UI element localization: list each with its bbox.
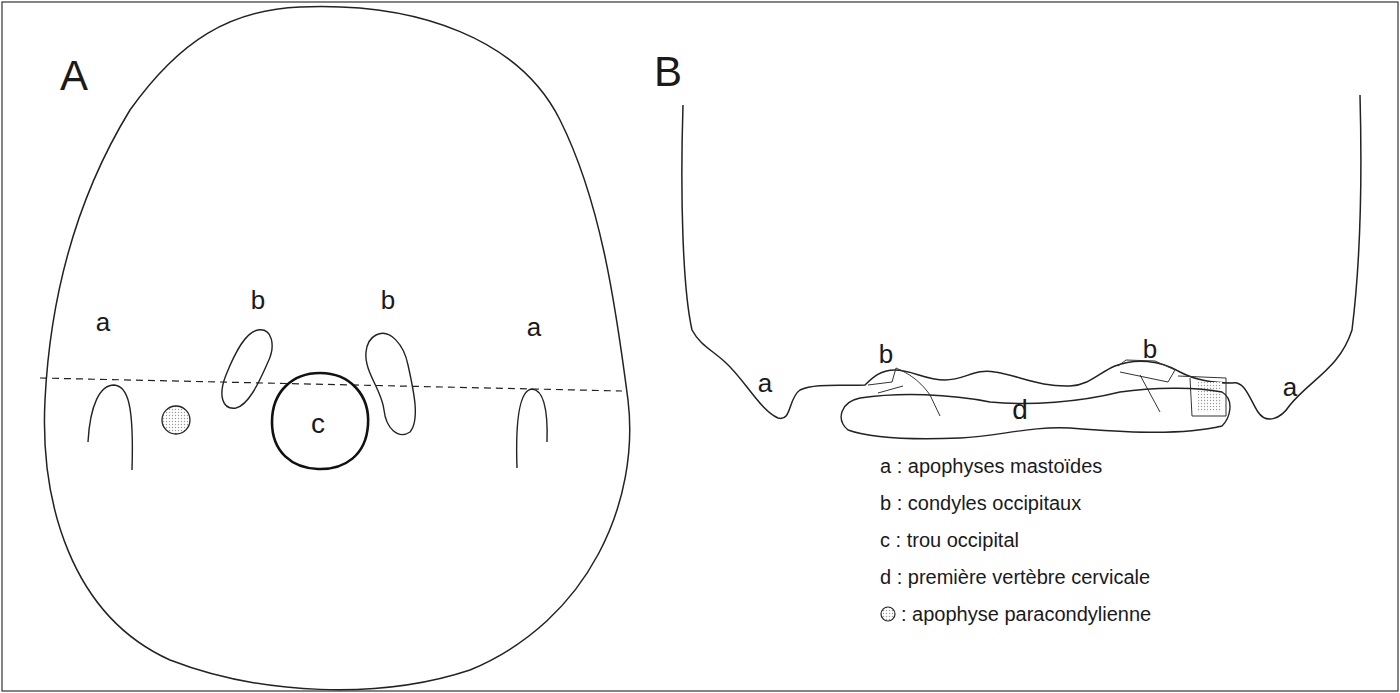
legend-swatch — [881, 607, 895, 621]
atlas-vertebra — [841, 388, 1230, 439]
part-letter: b — [879, 341, 893, 367]
part-letter: a — [1283, 374, 1297, 400]
legend-line: b : condyles occipitaux — [880, 493, 1081, 513]
part-letter: a — [96, 309, 110, 335]
condyle-joint-left — [868, 368, 940, 416]
paracondylar-process — [162, 406, 190, 434]
legend-text: : apophyse paracondylienne — [901, 604, 1151, 624]
condyle-left — [222, 330, 272, 408]
panel-letter: B — [654, 51, 682, 93]
foramen-magnum — [272, 373, 368, 469]
legend-line: d : première vertèbre cervicale — [880, 567, 1150, 587]
legend-line: a : apophyses mastoïdes — [880, 456, 1102, 476]
panel-letter: A — [60, 55, 88, 97]
joint-shading — [1198, 382, 1222, 412]
part-letter: b — [381, 287, 395, 313]
mastoid-right — [517, 389, 547, 468]
part-letter: c — [311, 410, 325, 438]
part-letter: a — [527, 314, 541, 340]
legend-line: c : trou occipital — [880, 530, 1019, 550]
skull-section — [682, 95, 1361, 419]
part-letter: b — [251, 287, 265, 313]
part-letter: d — [1012, 396, 1028, 424]
condyle-right — [366, 333, 416, 434]
part-letter: b — [1143, 336, 1157, 362]
part-letter: a — [758, 370, 772, 396]
skull-outline — [44, 7, 629, 690]
mastoid-left — [88, 385, 132, 470]
